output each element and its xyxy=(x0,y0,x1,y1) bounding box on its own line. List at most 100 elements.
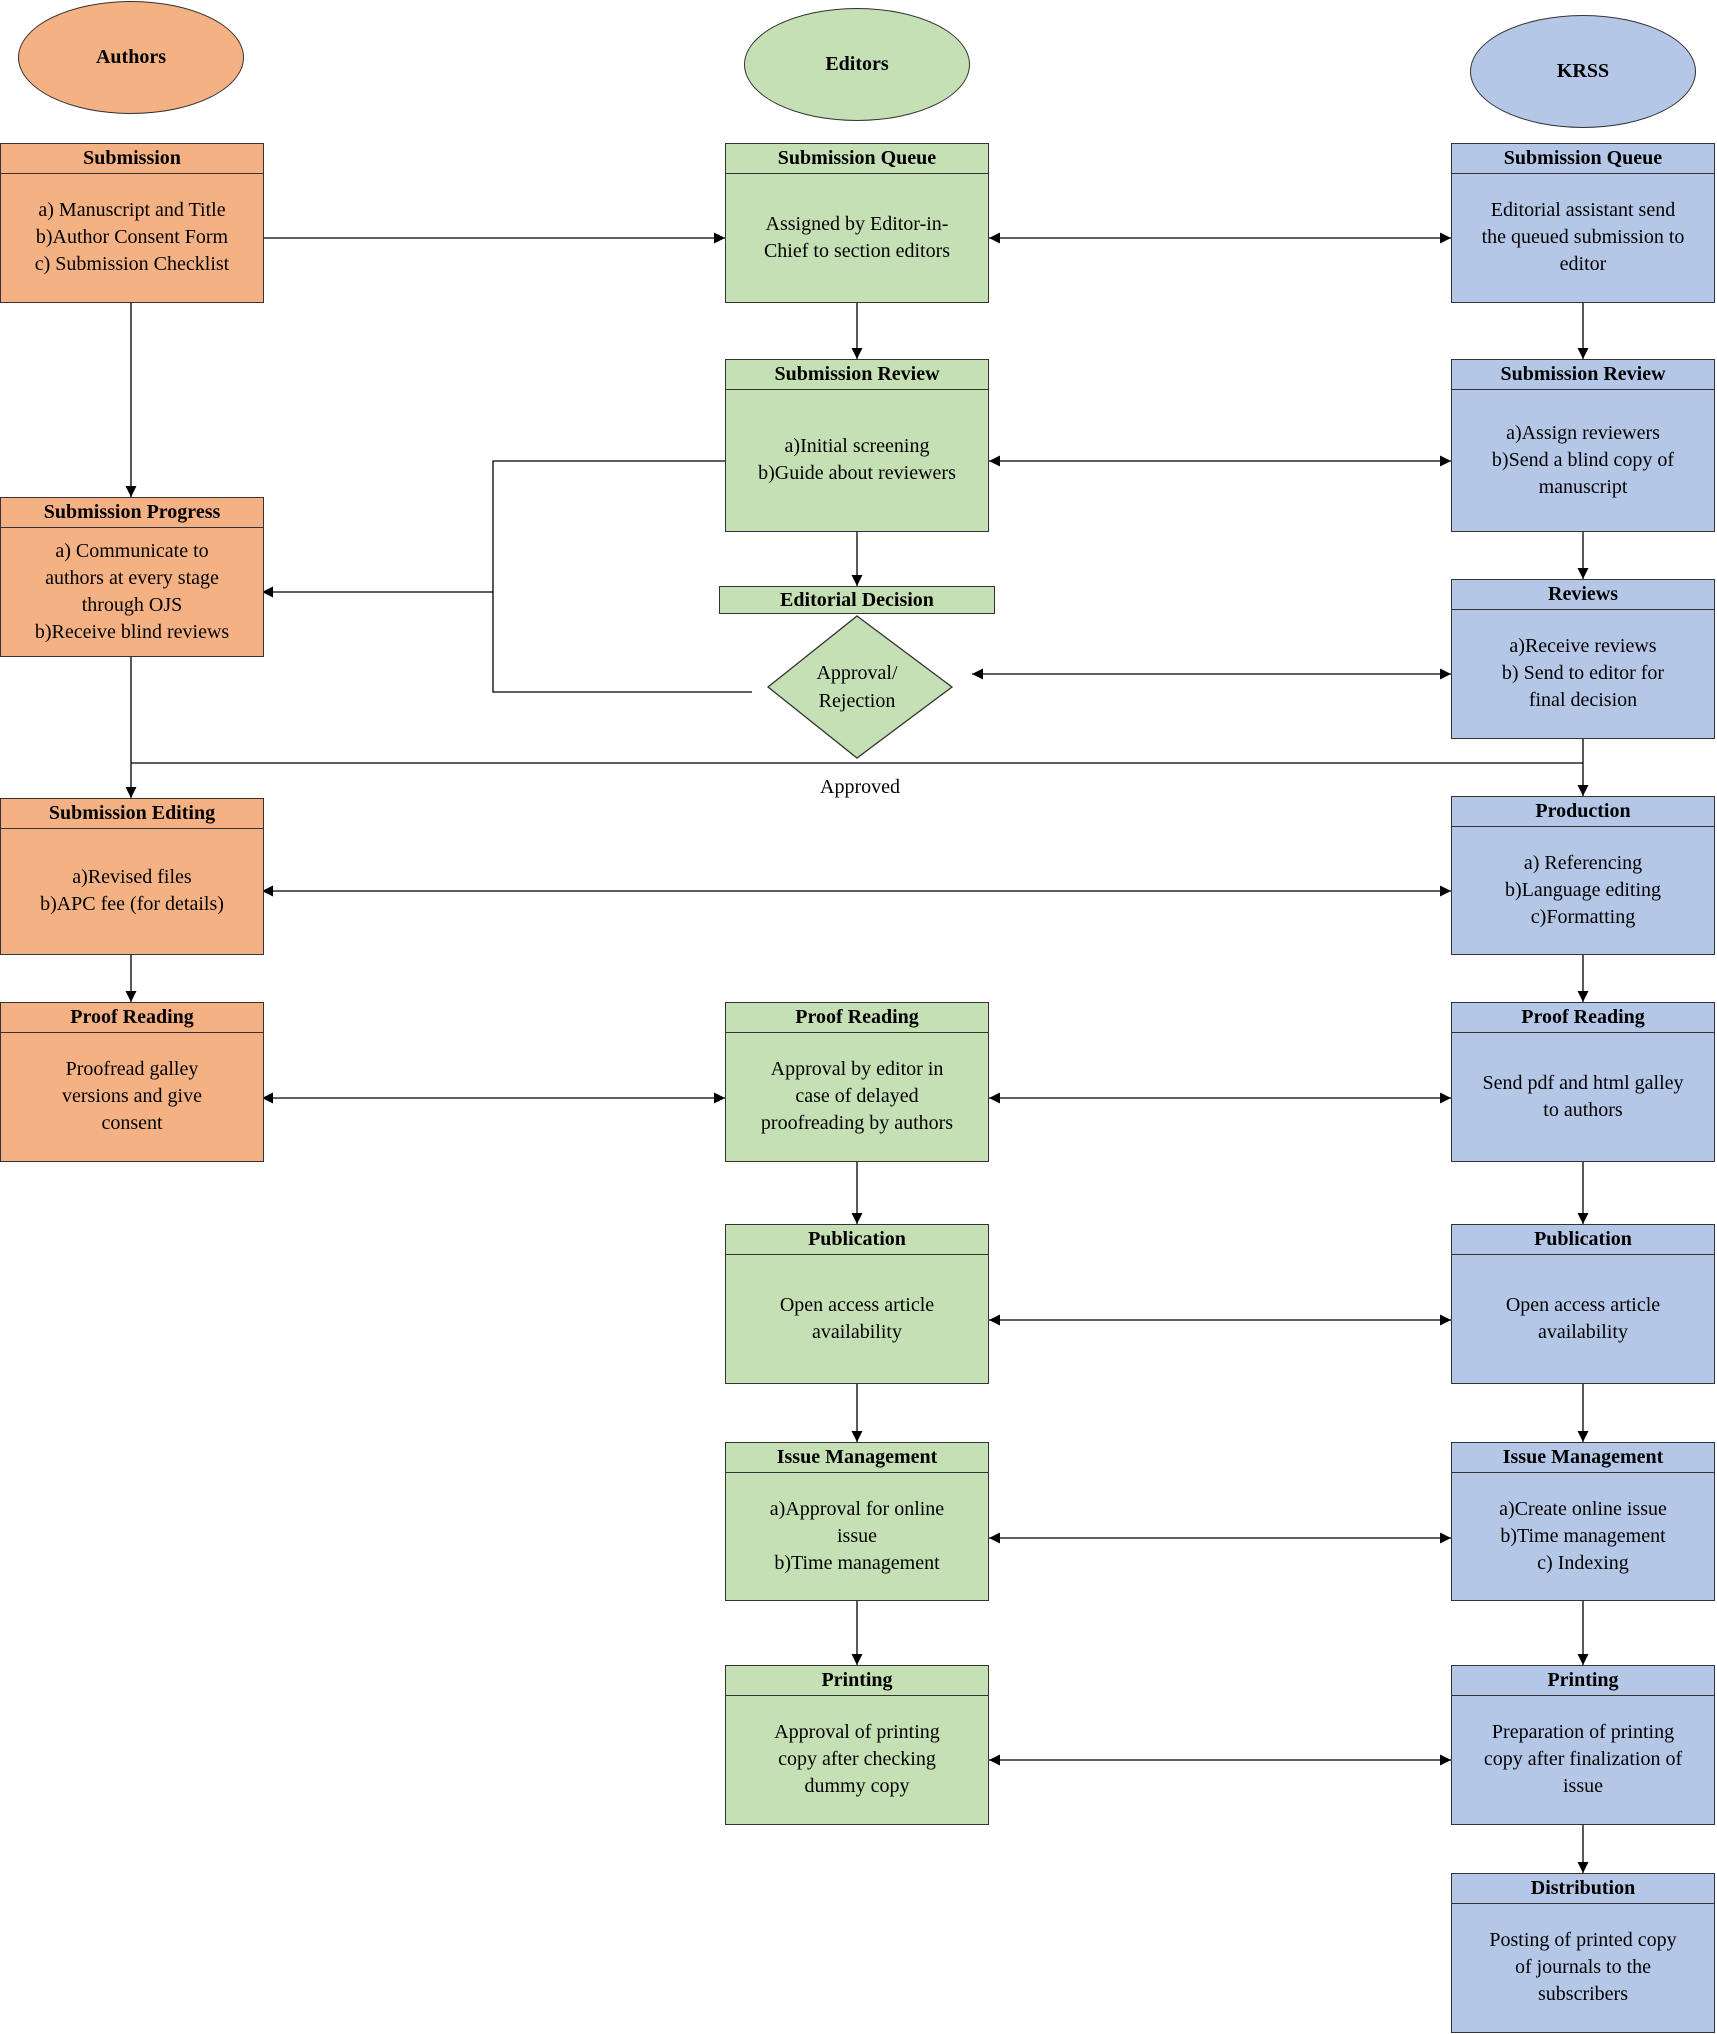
node-line: Posting of printed copy xyxy=(1489,1929,1677,1951)
node-line: b)Send a blind copy of xyxy=(1491,448,1675,471)
node-body: Open access article availability xyxy=(1452,1254,1714,1383)
node-line: c)Formatting xyxy=(1530,905,1636,928)
node-body: Proofread galley versions and give conse… xyxy=(1,1032,263,1161)
node-body: Editorial assistant send the queued subm… xyxy=(1452,173,1714,302)
lane-authors-label: Authors xyxy=(95,46,166,68)
connector-ereview-to-progress xyxy=(492,460,725,592)
node-title: Publication xyxy=(726,1225,988,1255)
node-line: Open access article xyxy=(1505,1293,1661,1316)
node-line: the queued submission to xyxy=(1481,226,1685,248)
node-body: Approval by editor in case of delayed pr… xyxy=(726,1032,988,1161)
node-editors-issue: Issue Management a)Approval for online i… xyxy=(725,1442,989,1601)
node-line: c) Submission Checklist xyxy=(34,253,230,275)
node-line: availability xyxy=(812,1320,902,1343)
node-line: a)Revised files xyxy=(72,866,192,888)
node-authors-editing: Submission Editing a)Revised files b)APC… xyxy=(0,798,264,955)
node-body: Preparation of printing copy after final… xyxy=(1452,1695,1714,1824)
decision-line: Rejection xyxy=(818,690,896,712)
node-krss-issue: Issue Management a)Create online issue b… xyxy=(1451,1442,1715,1601)
node-krss-production: Production a) Referencing b)Language edi… xyxy=(1451,796,1715,955)
node-title: Submission Queue xyxy=(1452,144,1714,174)
lane-krss-label: KRSS xyxy=(1556,60,1610,82)
node-line: a)Initial screening xyxy=(784,435,930,457)
node-line: Approval by editor in xyxy=(770,1058,944,1080)
edge-label-approved: Approved xyxy=(820,776,900,798)
lane-krss: KRSS xyxy=(1470,15,1696,128)
node-line: availability xyxy=(1538,1320,1628,1343)
node-krss-queue: Submission Queue Editorial assistant sen… xyxy=(1451,143,1715,303)
node-line: a)Receive reviews xyxy=(1509,635,1657,657)
node-krss-reviews: Reviews a)Receive reviews b) Send to edi… xyxy=(1451,579,1715,739)
connector-decision-to-progress xyxy=(492,592,752,693)
node-title: Printing xyxy=(1452,1666,1714,1696)
node-editors-queue: Submission Queue Assigned by Editor-in- … xyxy=(725,143,989,303)
node-line: b)Author Consent Form xyxy=(35,226,229,248)
node-line: authors at every stage xyxy=(45,566,219,589)
node-title: Issue Management xyxy=(1452,1443,1714,1473)
node-line: editor xyxy=(1559,253,1607,275)
node-editors-publication: Publication Open access article availabi… xyxy=(725,1224,989,1384)
node-title: Proof Reading xyxy=(1452,1003,1714,1033)
node-title: Submission Review xyxy=(726,360,988,390)
node-title: Submission Review xyxy=(1452,360,1714,390)
node-line: case of delayed xyxy=(795,1085,919,1107)
node-body: a)Create online issue b)Time management … xyxy=(1452,1472,1714,1600)
node-line: b)APC fee (for details) xyxy=(40,893,224,915)
node-line: b)Time management xyxy=(1500,1524,1666,1547)
node-krss-distribution: Distribution Posting of printed copy of … xyxy=(1451,1873,1715,2033)
node-line: Proofread galley xyxy=(65,1058,199,1080)
node-line: issue xyxy=(1563,1775,1603,1797)
node-line: dummy copy xyxy=(804,1775,910,1797)
node-authors-proof: Proof Reading Proofread galley versions … xyxy=(0,1002,264,1162)
node-line: a)Assign reviewers xyxy=(1506,421,1660,444)
node-line: final decision xyxy=(1528,689,1638,711)
node-title: Production xyxy=(1452,797,1714,827)
node-line: b)Guide about reviewers xyxy=(758,462,956,484)
node-line: copy after finalization of xyxy=(1483,1748,1683,1770)
node-line: consent xyxy=(101,1112,163,1134)
node-line: b)Receive blind reviews xyxy=(34,620,230,643)
node-body: Send pdf and html galley to authors xyxy=(1452,1032,1714,1161)
node-line: b)Time management xyxy=(774,1551,940,1574)
node-line: Send pdf and html galley xyxy=(1482,1071,1684,1094)
node-title: Submission Queue xyxy=(726,144,988,174)
lane-editors-label: Editors xyxy=(825,53,889,75)
node-body: a) Communicate to authors at every stage… xyxy=(1,527,263,656)
node-line: b) Send to editor for xyxy=(1501,662,1665,684)
node-body: a)Revised files b)APC fee (for details) xyxy=(1,828,263,954)
node-body: a)Initial screening b)Guide about review… xyxy=(726,389,988,531)
node-line: Assigned by Editor-in- xyxy=(765,212,949,235)
node-line: b)Language editing xyxy=(1504,878,1662,901)
node-krss-proof: Proof Reading Send pdf and html galley t… xyxy=(1451,1002,1715,1162)
node-body: a) Referencing b)Language editing c)Form… xyxy=(1452,826,1714,954)
node-title: Proof Reading xyxy=(1,1003,263,1033)
node-line: through OJS xyxy=(81,593,183,616)
node-line: subscribers xyxy=(1538,1983,1628,2005)
decision-diamond-text: Approval/ Rejection xyxy=(768,659,946,715)
node-authors-submission: Submission a) Manuscript and Title b)Aut… xyxy=(0,143,264,303)
node-title: Submission Progress xyxy=(1,498,263,528)
node-body: a)Approval for online issue b)Time manag… xyxy=(726,1472,988,1600)
node-body: a) Manuscript and Title b)Author Consent… xyxy=(1,173,263,302)
node-line: Open access article xyxy=(779,1293,935,1316)
node-title: Printing xyxy=(726,1666,988,1696)
node-title: Proof Reading xyxy=(726,1003,988,1033)
node-title: Issue Management xyxy=(726,1443,988,1473)
lane-authors: Authors xyxy=(18,1,244,114)
node-title: Submission xyxy=(1,144,263,174)
node-editors-proof: Proof Reading Approval by editor in case… xyxy=(725,1002,989,1162)
node-body: Open access article availability xyxy=(726,1254,988,1383)
node-line: a) Manuscript and Title xyxy=(38,199,226,221)
node-body: a)Receive reviews b) Send to editor for … xyxy=(1452,609,1714,738)
editorial-decision-title: Editorial Decision xyxy=(780,588,934,611)
node-krss-publication: Publication Open access article availabi… xyxy=(1451,1224,1715,1384)
node-line: issue xyxy=(837,1524,877,1547)
node-krss-printing: Printing Preparation of printing copy af… xyxy=(1451,1665,1715,1825)
node-line: Preparation of printing xyxy=(1491,1721,1675,1743)
node-line: copy after checking xyxy=(778,1748,936,1770)
editorial-decision-label: Editorial Decision xyxy=(719,586,995,614)
node-line: Approval of printing xyxy=(774,1721,940,1743)
node-title: Distribution xyxy=(1452,1874,1714,1904)
node-line: to authors xyxy=(1543,1098,1623,1121)
node-editors-review: Submission Review a)Initial screening b)… xyxy=(725,359,989,532)
